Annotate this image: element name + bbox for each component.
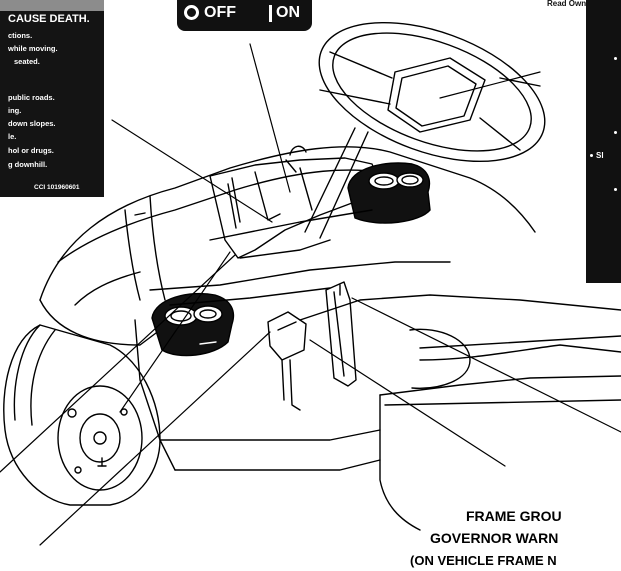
warning-decal-line: down slopes. [8, 119, 56, 128]
floorboard [379, 394, 421, 531]
on-bar-icon [269, 5, 272, 22]
warning-decal-line: hol or drugs. [8, 146, 54, 155]
warning-decal-line: ing. [8, 106, 22, 115]
bullet-icon [590, 154, 593, 157]
warning-decal-header-band [0, 0, 104, 11]
owners-manual-decal: Sl [586, 0, 621, 283]
warning-decal-code: CCI 101960601 [34, 184, 80, 191]
body-cowl-outline [39, 146, 536, 301]
callout-line-3: (ON VEHICLE FRAME N [410, 553, 557, 568]
warning-decal: CAUSE DEATH. ctions. while moving. seate… [0, 0, 104, 197]
accelerator-pedal [325, 281, 357, 387]
front-tire [3, 324, 161, 506]
warning-decal-line: le. [8, 132, 17, 141]
warning-decal-line: g downhill. [8, 160, 48, 169]
warning-decal-line: while moving. [8, 44, 58, 53]
warning-decal-heading: CAUSE DEATH. [8, 13, 90, 25]
key-switch-decal: OFF ON [177, 0, 312, 31]
callout-line-1: FRAME GROU [466, 508, 562, 524]
on-label: ON [276, 4, 300, 21]
warning-decal-line: seated. [14, 57, 40, 66]
callout-line-2: GOVERNOR WARN [430, 530, 559, 546]
bullet-icon [614, 131, 617, 134]
steering-wheel [318, 21, 546, 163]
steering-column [304, 127, 369, 239]
bullet-icon [614, 57, 617, 60]
brake-pedal [267, 311, 307, 411]
off-circle-icon [184, 5, 199, 20]
owners-manual-title: Read Own [547, 0, 587, 8]
bullet-icon [614, 188, 617, 191]
warning-decal-line: public roads. [8, 93, 55, 102]
warning-decal-line: ctions. [8, 31, 33, 40]
left-cup-holder [151, 292, 235, 357]
leader-lines [0, 43, 621, 546]
right-cup-holder [347, 162, 431, 224]
off-label: OFF [204, 4, 236, 21]
owners-manual-line: Sl [596, 151, 604, 160]
